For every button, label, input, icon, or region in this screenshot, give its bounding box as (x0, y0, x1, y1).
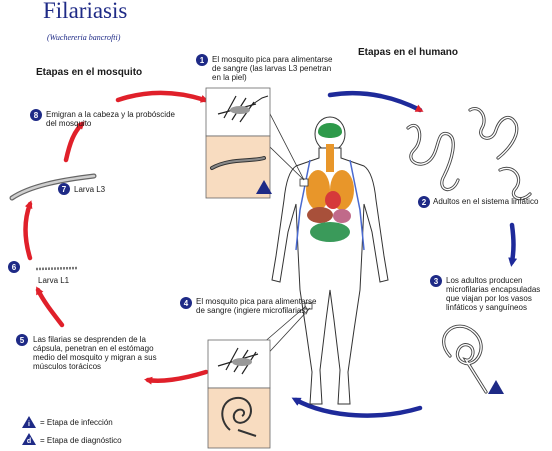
page-subtitle: (Wuchereria bancrofti) (47, 33, 120, 42)
arrow-7-to-8 (66, 124, 82, 160)
step-1-number: 1 (200, 56, 205, 65)
diagnostic-stage-badge (488, 380, 504, 394)
arrow-1-to-2 (330, 93, 420, 110)
arrow-5-to-6 (38, 290, 62, 325)
mosquito-stages-header: Etapas en el mosquito (36, 68, 142, 77)
mosquito-panel-bottom (208, 340, 270, 448)
step-7-text: Larva L3 (74, 185, 105, 194)
step-4-text: El mosquito pica para alimentarse de san… (196, 297, 322, 315)
lymph-worms-icon (408, 109, 530, 199)
step-7-number: 7 (62, 185, 67, 194)
legend-infective-label: = Etapa de infección (40, 418, 113, 427)
page-title: Filariasis (43, 6, 127, 15)
mosquito-panel-top (206, 88, 272, 198)
legend-infective-symbol: i (28, 421, 30, 428)
step-6-text: Larva L1 (38, 276, 69, 285)
human-body-icon (272, 117, 388, 404)
legend: i d (22, 416, 36, 445)
arrow-4-to-5 (148, 372, 206, 381)
microfilaria-icon (444, 326, 504, 394)
larva-l1-icon (36, 268, 78, 269)
step-1-text: El mosquito pica para alimentarse de san… (212, 55, 342, 82)
step-5-text: Las filarias se desprenden de la cápsula… (33, 335, 161, 371)
legend-diagnostic-label: = Etapa de diagnóstico (40, 436, 122, 445)
step-2-number: 2 (422, 198, 427, 207)
step-3-number: 3 (434, 277, 439, 286)
step-8-text: Emigran a la cabeza y la probóscide del … (46, 110, 178, 128)
step-2-text: Adultos en el sistema linfático (433, 197, 549, 206)
legend-diagnostic-symbol: d (27, 438, 31, 445)
arrow-8-to-1 (118, 93, 205, 100)
step-8-number: 8 (34, 111, 39, 120)
step-4-number: 4 (184, 299, 189, 308)
step-3-text: Los adultos producen microfilarias encap… (446, 276, 548, 312)
arrow-2-to-3 (512, 225, 514, 262)
step-5-number: 5 (20, 336, 25, 345)
human-stages-header: Etapas en el humano (358, 48, 458, 57)
step-6-number: 6 (12, 263, 17, 272)
arrow-6-to-7 (26, 204, 31, 258)
